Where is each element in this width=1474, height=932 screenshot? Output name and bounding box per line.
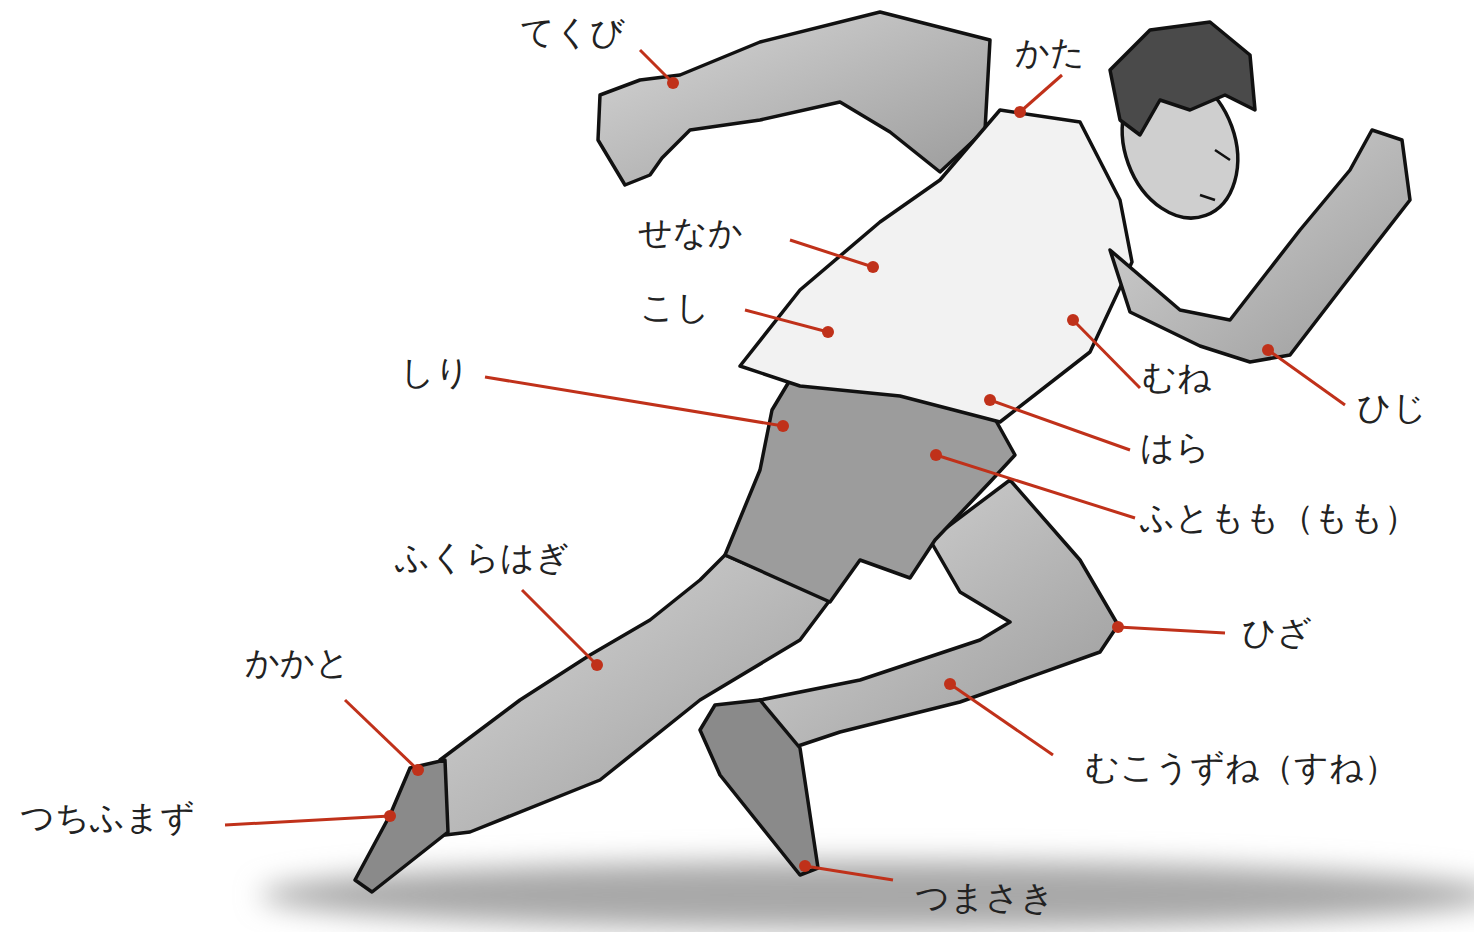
leader-dot (1262, 344, 1274, 356)
leader-line (345, 700, 418, 770)
leader-line (225, 816, 390, 825)
part-label: はら (1140, 427, 1210, 467)
leader-line (522, 590, 597, 665)
leader-dot (1014, 106, 1026, 118)
face-detail (1200, 150, 1230, 200)
leader-line (745, 310, 828, 332)
leader-dot (777, 420, 789, 432)
leader-dot (1067, 314, 1079, 326)
part-label: こし (640, 287, 710, 327)
leader-dot (1112, 621, 1124, 633)
leader-line (950, 684, 1053, 755)
leader-dot (944, 678, 956, 690)
hair (1110, 22, 1255, 135)
leader-dot (867, 261, 879, 273)
part-label: つちふまず (20, 797, 195, 837)
part-label: むこうずね（すね） (1085, 747, 1398, 787)
part-label: てくび (520, 12, 625, 52)
part-label: かかと (245, 642, 350, 682)
leader-dot (412, 764, 424, 776)
front-shoe (700, 700, 818, 875)
leader-line (990, 400, 1130, 450)
leader-line (1020, 75, 1062, 112)
part-label: ふくらはぎ (395, 537, 570, 577)
leader-dot (930, 449, 942, 461)
leader-line (640, 50, 673, 83)
part-label: ひじ (1357, 387, 1427, 427)
leader-line (1268, 350, 1345, 405)
leader-dot (799, 860, 811, 872)
leader-line (1073, 320, 1140, 388)
part-label: せなか (638, 212, 743, 252)
part-label: つまさき (915, 877, 1055, 917)
runner-figure (355, 12, 1410, 892)
leader-line (485, 377, 783, 426)
leader-line (936, 455, 1135, 518)
tank-top (740, 110, 1132, 422)
leader-line (790, 240, 873, 267)
part-label: かた (1015, 32, 1085, 72)
part-label: むね (1142, 357, 1212, 397)
leader-dot (822, 326, 834, 338)
back-arm (598, 12, 990, 185)
ground-shadow (260, 861, 1474, 929)
leader-dot (384, 810, 396, 822)
leader-line (805, 866, 893, 880)
leader-dot (667, 77, 679, 89)
part-label: ふともも（もも） (1140, 497, 1418, 537)
back-shoe (355, 760, 448, 892)
part-label: しり (400, 352, 470, 392)
leader-line (1118, 627, 1225, 633)
part-label: ひざ (1242, 612, 1312, 652)
leader-dot (984, 394, 996, 406)
leader-dot (591, 659, 603, 671)
